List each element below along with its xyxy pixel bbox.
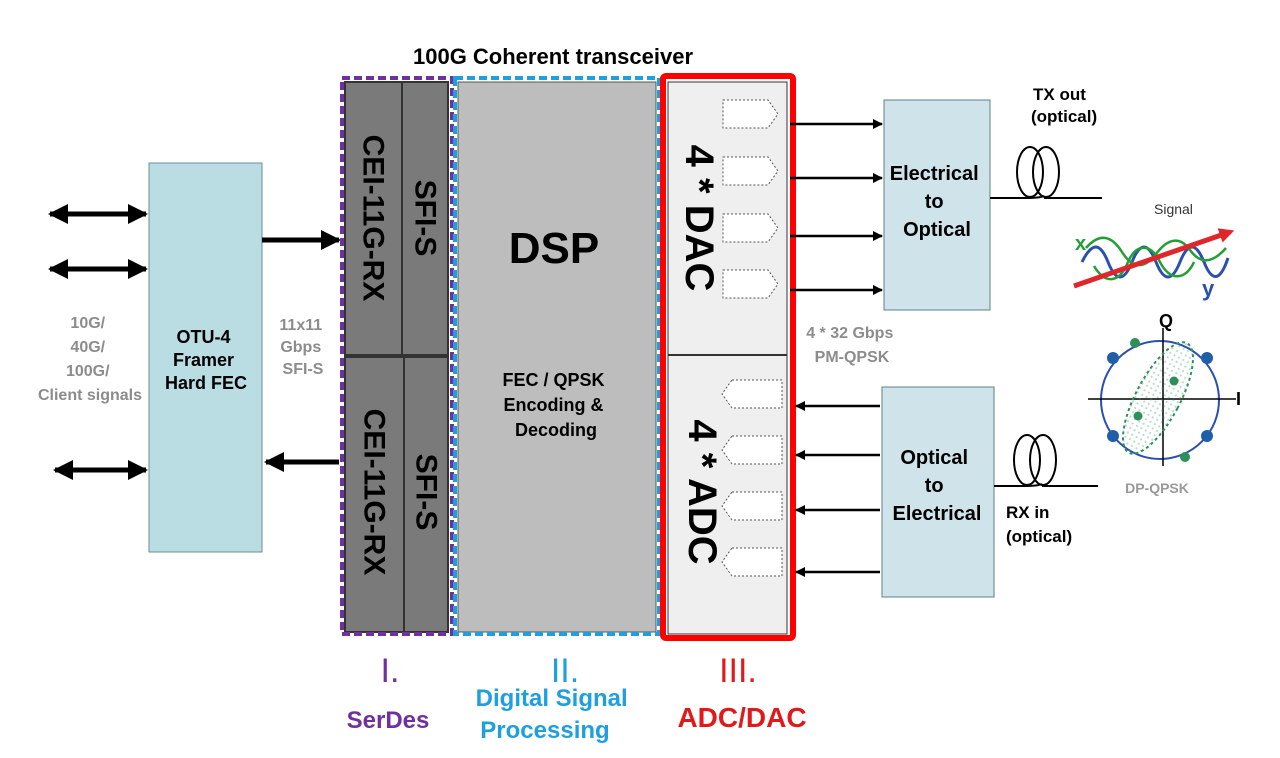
dac-label: 4 * DAC [677, 145, 721, 292]
x-axis-label: x [1075, 233, 1086, 255]
q-axis-label: Q [1159, 311, 1173, 331]
optical-to-electrical-box [881, 386, 995, 598]
section-1-numeral: I. [381, 652, 400, 690]
dac-to-eo-arrows [790, 119, 883, 295]
dp-qpsk-constellation: Q I DP-QPSK [1088, 311, 1241, 496]
adc-converter-icons [721, 379, 783, 577]
section-3-label: ADC/DAC [677, 702, 806, 733]
dsp-box [457, 81, 657, 633]
serdes-block: CEI-11G-RX SFI-S CEI-11G-RX SFI-S [344, 81, 449, 633]
rx-in-label: RX in (optical) [1006, 503, 1072, 546]
polarization-signal-illustration: Signal x y [1073, 201, 1235, 301]
dp-qpsk-caption: DP-QPSK [1125, 480, 1189, 496]
i-axis-label: I [1236, 389, 1241, 409]
optical-to-electrical-label: Optical to Electrical [893, 447, 982, 525]
serdes-section-outline [340, 76, 454, 636]
section-1-label: SerDes [347, 707, 430, 734]
client-signals-label: 10G/ 40G/ 100G/ Client signals [38, 315, 142, 404]
otu4-framer-label: OTU-4 Framer Hard FEC [165, 327, 247, 393]
tx-out-label: TX out (optical) [1031, 85, 1097, 126]
sfi-s-top-label: SFI-S [409, 180, 442, 257]
tx-fiber-coil-icon [990, 146, 1102, 199]
oe-to-adc-arrows [795, 401, 880, 577]
diagram-title: 100G Coherent transceiver [413, 44, 693, 69]
cei-rx-bottom-label: CEI-11G-RX [358, 409, 391, 576]
dsp-description: FEC / QPSK Encoding & Decoding [502, 370, 609, 440]
section-3-numeral: III. [719, 652, 757, 690]
section-2-numeral: II. [551, 652, 579, 690]
section-2-label: Digital Signal Processing [476, 685, 635, 744]
section-captions: I. SerDes II. Digital Signal Processing … [347, 652, 807, 744]
dsp-section-outline [453, 76, 661, 636]
dsp-title: DSP [509, 224, 599, 273]
sfi-link-rate-label: 11x11 Gbps SFI-S [279, 317, 326, 378]
adc-dac-section-outline [660, 73, 796, 641]
framer-serdes-arrows [262, 230, 341, 472]
dac-converter-icons [722, 99, 779, 299]
cei-rx-top-label: CEI-11G-RX [357, 135, 390, 302]
electrical-to-optical-box [883, 99, 991, 311]
rx-fiber-coil-icon [994, 434, 1098, 487]
signal-label: Signal [1154, 201, 1193, 217]
otu4-framer-box [148, 162, 263, 553]
sfi-s-bottom-label: SFI-S [410, 454, 443, 531]
electrical-to-optical-label: Electrical to Optical [890, 163, 985, 241]
line-rate-label: 4 * 32 Gbps PM-QPSK [806, 325, 898, 366]
y-axis-label: y [1202, 276, 1215, 301]
adc-label: 4 * ADC [680, 419, 724, 564]
client-arrows [48, 204, 148, 480]
